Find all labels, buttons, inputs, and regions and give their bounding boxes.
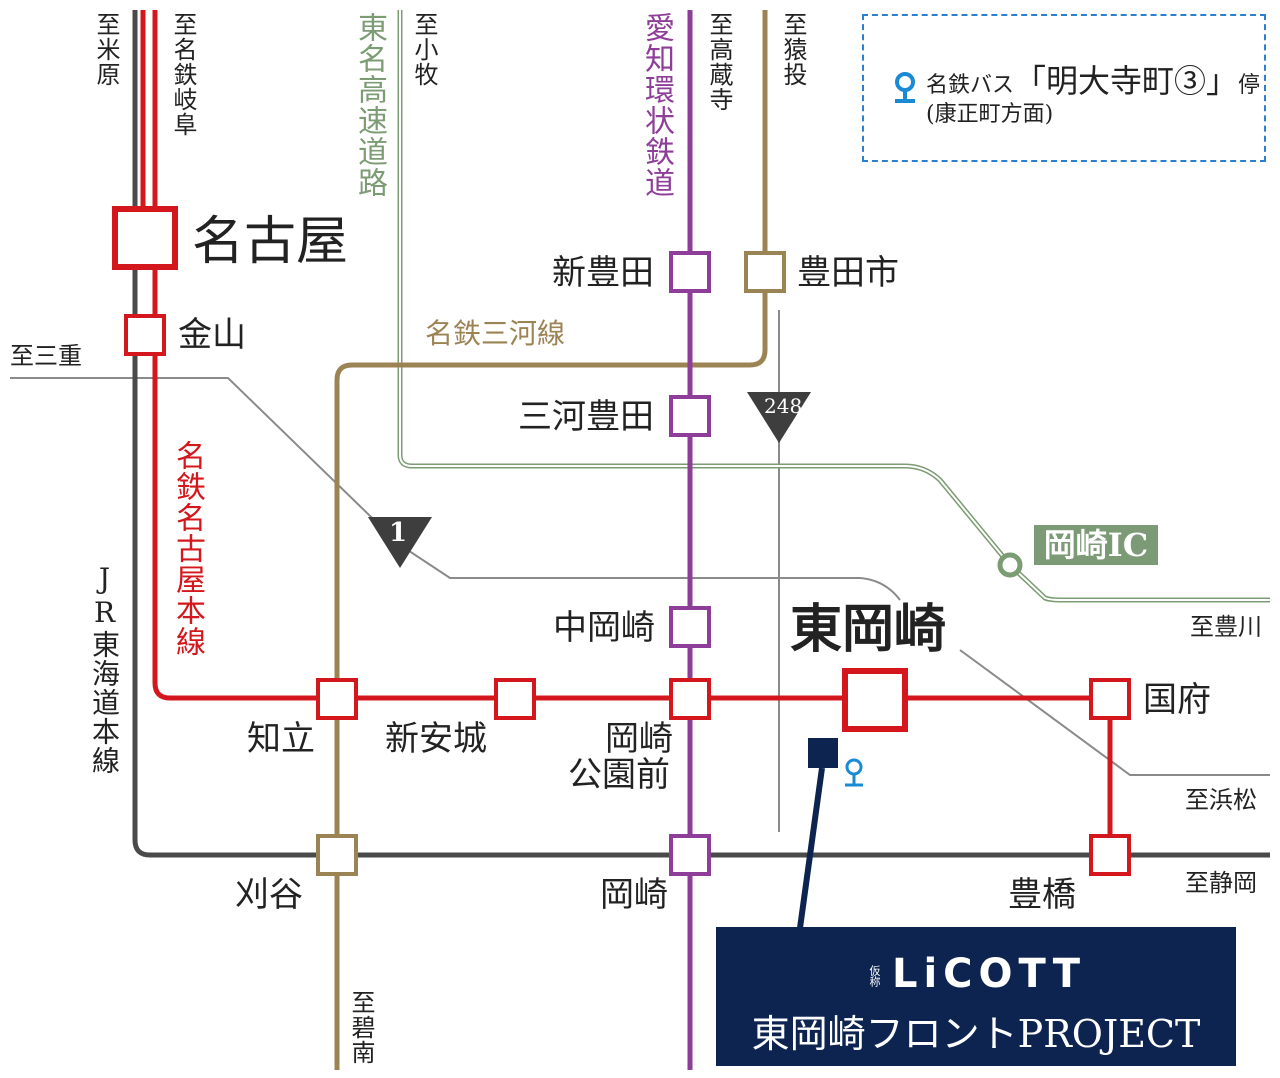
station-markers bbox=[112, 206, 1131, 876]
legend: 名鉄バス「明大寺町③」停 (康正町方面) bbox=[862, 14, 1266, 162]
direction-kozoji: 至高蔵寺 bbox=[705, 12, 733, 112]
station-label-shin-anjo: 新安城 bbox=[385, 719, 487, 759]
station-marker-toyohashi[interactable] bbox=[1089, 834, 1131, 876]
direction-sanage: 至猿投 bbox=[779, 12, 807, 87]
legend-bus-stop-line: 名鉄バス「明大寺町③」停 bbox=[926, 56, 1260, 102]
station-label-nagoya: 名古屋 bbox=[192, 212, 349, 272]
station-marker-okazaki-koen[interactable] bbox=[669, 678, 711, 720]
mikawa-line-label: 名鉄三河線 bbox=[425, 317, 566, 350]
jr-tokaido-line bbox=[132, 10, 1270, 858]
station-label-naka-okazaki: 中岡崎 bbox=[553, 608, 655, 648]
site-pointer-line bbox=[797, 767, 825, 929]
station-label-mikawa-toyota: 三河豊田 bbox=[518, 397, 654, 437]
logo-text: LiCOTT bbox=[891, 951, 1087, 997]
station-marker-shin-toyota[interactable] bbox=[669, 251, 711, 293]
station-label-kokufu: 国府 bbox=[1143, 680, 1211, 720]
direction-mie: 至三重 bbox=[10, 342, 82, 370]
station-label-chiryu: 知立 bbox=[247, 719, 315, 759]
station-marker-kariya[interactable] bbox=[316, 834, 358, 876]
station-label-okazaki-koen-2: 公園前 bbox=[568, 755, 670, 795]
station-label-shin-toyota: 新豊田 bbox=[552, 253, 654, 293]
station-label-okazaki-koen-1: 岡崎 bbox=[605, 719, 673, 759]
project-name: 東岡崎フロントPROJECT bbox=[751, 1012, 1201, 1056]
route-1-label: 1 bbox=[389, 518, 408, 548]
project-site-marker[interactable] bbox=[808, 738, 838, 768]
station-label-kariya: 刈谷 bbox=[235, 875, 303, 915]
bus-stop-icon[interactable] bbox=[845, 758, 863, 787]
legend-direction: (康正町方面) bbox=[926, 102, 1054, 127]
meitetsu-main-label: 名鉄名古屋本線 bbox=[170, 440, 205, 657]
legend-bus-stop-name: 「明大寺町③」 bbox=[1014, 62, 1239, 100]
station-marker-shin-anjo[interactable] bbox=[494, 678, 536, 720]
direction-maibara: 至米原 bbox=[92, 12, 120, 87]
station-marker-kokufu[interactable] bbox=[1089, 678, 1131, 720]
direction-toyokawa: 至豊川 bbox=[1190, 613, 1262, 641]
station-label-toyotashi: 豊田市 bbox=[797, 253, 899, 293]
station-marker-okazaki[interactable] bbox=[669, 834, 711, 876]
licott-logo: 仮称 LiCOTT bbox=[716, 951, 1236, 997]
legend-bus-company: 名鉄バス bbox=[926, 73, 1015, 98]
station-marker-toyotashi[interactable] bbox=[744, 251, 786, 293]
station-label-okazaki: 岡崎 bbox=[600, 875, 668, 915]
tentative-mark: 仮称 bbox=[867, 965, 881, 987]
direction-hamamatsu: 至浜松 bbox=[1185, 786, 1257, 814]
direction-shizuoka: 至静岡 bbox=[1185, 869, 1257, 897]
station-marker-nagoya[interactable] bbox=[112, 206, 178, 270]
legend-stop-suffix: 停 bbox=[1238, 73, 1261, 98]
jr-tokaido-label: JR東海道本線 bbox=[88, 562, 121, 775]
direction-gifu: 至名鉄岐阜 bbox=[169, 12, 197, 137]
legend-bus-stop-icon bbox=[895, 72, 915, 103]
station-marker-mikawa-toyota[interactable] bbox=[669, 395, 711, 437]
okazaki-ic-icon bbox=[997, 552, 1023, 578]
tomei-expressway-label: 東名高速道路 bbox=[352, 12, 387, 198]
okazaki-ic-label: 岡崎IC bbox=[1034, 525, 1158, 565]
aichi-loop-label: 愛知環状鉄道 bbox=[639, 12, 674, 198]
station-marker-chiryu[interactable] bbox=[316, 678, 358, 720]
project-label-box[interactable]: 仮称 LiCOTT 東岡崎フロントPROJECT bbox=[716, 927, 1236, 1066]
station-marker-kanayama[interactable] bbox=[124, 314, 166, 356]
route-248-shield-icon bbox=[747, 392, 811, 443]
route-1-shield-icon bbox=[368, 517, 432, 568]
station-label-higashi-okazaki: 東岡崎 bbox=[790, 599, 947, 660]
station-marker-naka-okazaki[interactable] bbox=[669, 606, 711, 648]
station-label-toyohashi: 豊橋 bbox=[1008, 875, 1076, 915]
meitetsu-main-line bbox=[140, 10, 1113, 855]
station-marker-higashi-okazaki[interactable] bbox=[842, 668, 908, 732]
meitetsu-mikawa-line bbox=[334, 10, 768, 1070]
route-248-label: 248 bbox=[764, 394, 803, 418]
direction-komaki: 至小牧 bbox=[410, 12, 438, 87]
route-1-road bbox=[10, 377, 1270, 776]
direction-hekinan: 至碧南 bbox=[347, 990, 375, 1065]
station-label-kanayama: 金山 bbox=[178, 315, 246, 355]
